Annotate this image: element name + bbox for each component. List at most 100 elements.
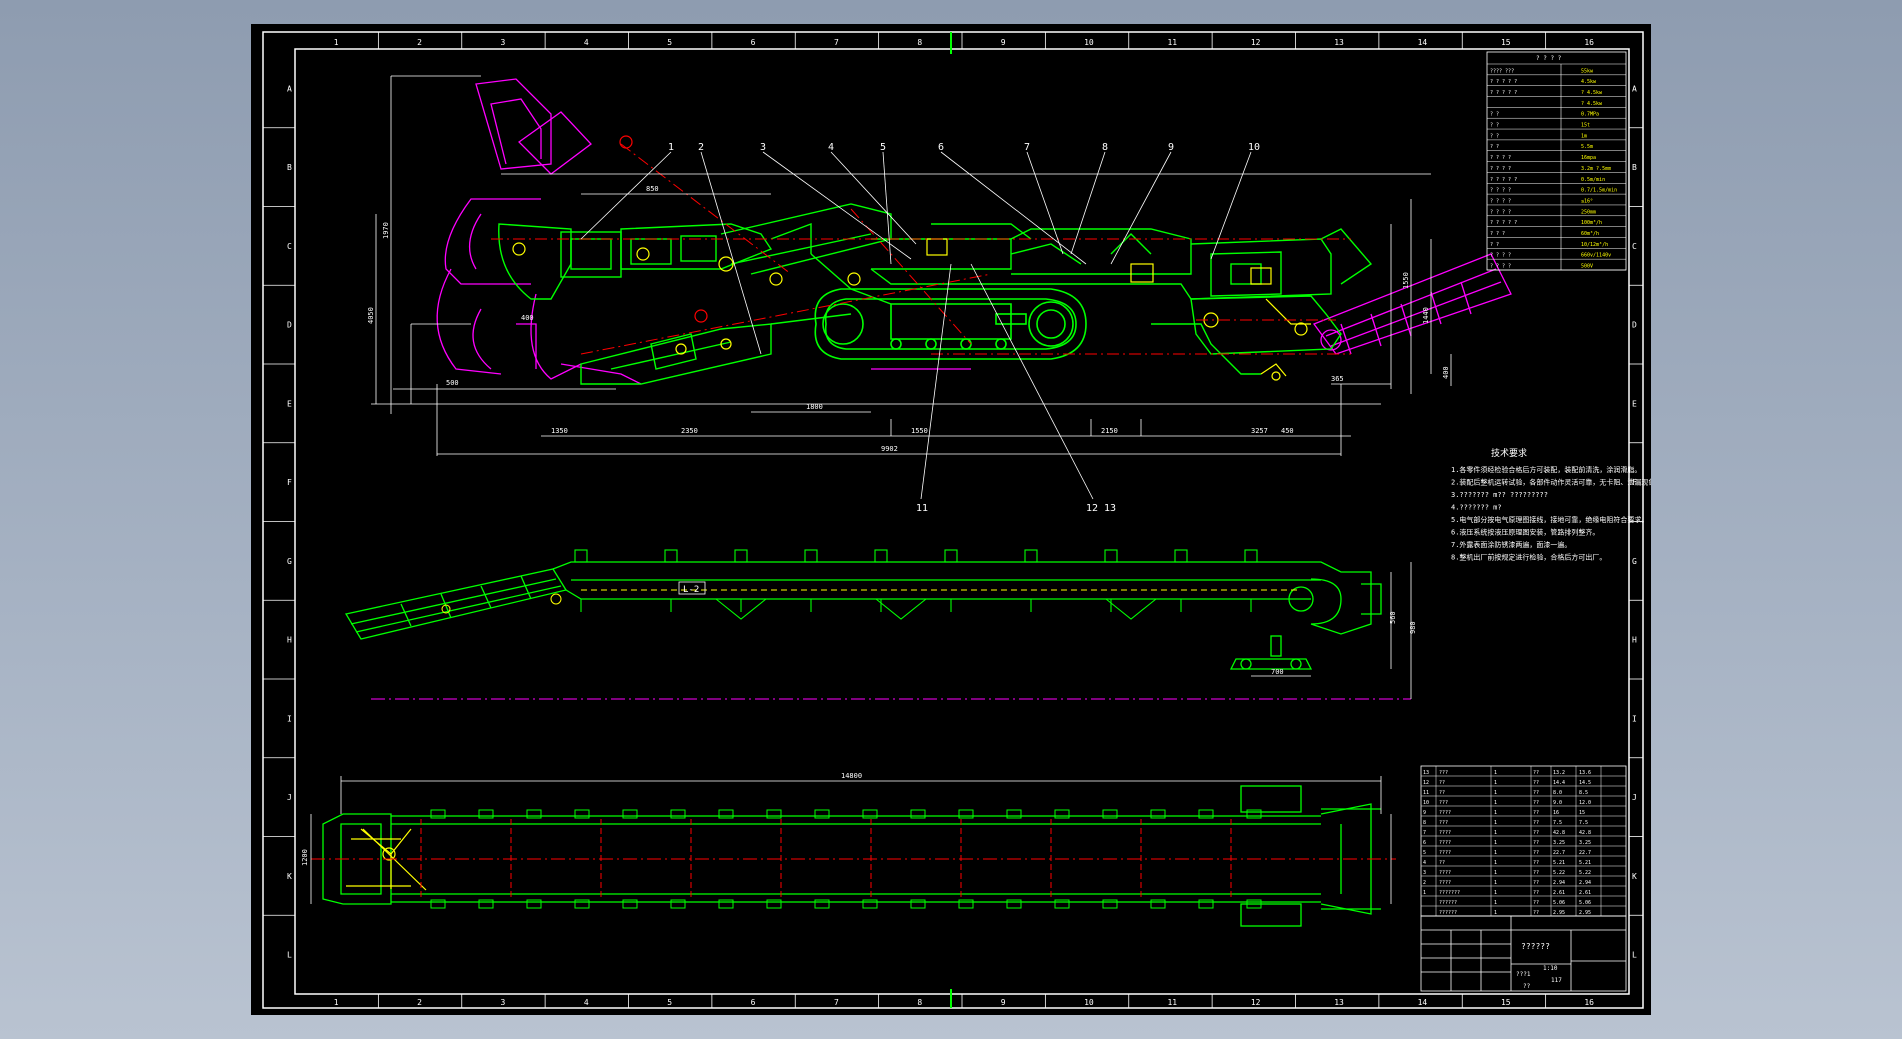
spec-label: ? ? [1490, 112, 1499, 118]
roller [526, 809, 542, 819]
dimension-value: 9902 [881, 445, 898, 453]
conv-small-dim: 700 [1271, 668, 1284, 676]
spec-value: 10/12m³/h [1581, 242, 1608, 248]
parts-cell: ??? [1439, 800, 1448, 806]
parts-cell: 2.95 [1579, 910, 1591, 916]
spec-value: ? 4.5kw [1581, 90, 1603, 96]
grid-row-label: B [287, 163, 292, 172]
grid-row-label: D [287, 321, 292, 330]
parts-cell: 1 [1494, 810, 1497, 816]
parts-cell: 15 [1579, 810, 1585, 816]
grid-column-label: 2 [417, 998, 422, 1007]
dimension-value: 1350 [551, 427, 568, 435]
dimension-value: 4050 [367, 307, 375, 324]
spec-table-header: ? ? ? ? [1536, 55, 1562, 62]
spec-value: 0.5m/min [1581, 177, 1605, 183]
roller [718, 809, 734, 819]
grid-row-label: F [1632, 478, 1637, 487]
spec-value: 1m [1581, 133, 1587, 139]
grid-column-label: 8 [917, 998, 922, 1007]
part-balloon-10: 10 [1248, 142, 1260, 153]
technical-requirements: 技术要求 1.各零件须经检验合格后方可装配，装配前清洗，涂润滑脂。 2.装配后整机… [1451, 447, 1662, 562]
spec-label: ? ? ? ? [1490, 188, 1511, 194]
spec-label: ? ? ? ? [1490, 166, 1511, 172]
roller [622, 809, 638, 819]
dimension-value: 1550 [911, 427, 928, 435]
roller [814, 809, 830, 819]
parts-cell: 3.25 [1553, 840, 1565, 846]
grid-column-label: 4 [584, 998, 589, 1007]
title-code-a: ???1 [1516, 971, 1531, 978]
parts-cell: 11 [1423, 790, 1429, 796]
parts-cell: 1 [1494, 840, 1497, 846]
tech-req-line: 2.装配后整机运转试验，各部件动作灵活可靠，无卡阻、泄漏现象。 [1451, 478, 1651, 487]
grid-column-label: 12 [1251, 38, 1261, 47]
plan-length-dim: 14800 [841, 772, 862, 780]
spec-value: 5.5m [1581, 144, 1593, 150]
dimension-lines [371, 75, 1452, 456]
roller [430, 809, 446, 819]
parts-cell: ?? [1533, 880, 1539, 886]
idler-stand [574, 549, 588, 563]
parts-cell: ?? [1439, 780, 1445, 786]
grid-row-label: E [287, 399, 292, 408]
parts-cell: ???? [1439, 870, 1451, 876]
dimension-value: 1440 [1422, 307, 1430, 324]
part-balloon-9: 9 [1168, 142, 1174, 153]
centerlines [491, 143, 1351, 355]
outer-frame [262, 31, 1644, 1009]
title-sheet: ?? [1523, 983, 1531, 990]
spec-value: 500V [1581, 264, 1593, 270]
parts-cell: ?? [1533, 870, 1539, 876]
grid-column-label: 14 [1418, 998, 1428, 1007]
roller [1102, 899, 1118, 909]
parts-cell: ?? [1533, 910, 1539, 916]
tech-req-title: 技术要求 [1491, 447, 1527, 459]
spec-value: 16mpa [1581, 155, 1596, 161]
tech-req-line: 1.各零件须经检验合格后方可装配，装配前清洗，涂润滑脂。 [1451, 465, 1641, 474]
tech-req-line: 8.整机出厂前按规定进行检验，合格后方可出厂。 [1451, 553, 1606, 562]
dimension-value: 400 [1442, 366, 1450, 379]
grid-column-label: 10 [1084, 38, 1094, 47]
part-balloon-6: 6 [938, 142, 944, 153]
roller [1054, 899, 1070, 909]
parts-cell: ??????? [1439, 890, 1460, 896]
parts-cell: 22.7 [1579, 850, 1591, 856]
truss-brace [1105, 598, 1157, 620]
parts-cell: 8.0 [1553, 790, 1562, 796]
grid-row-label: E [1632, 399, 1637, 408]
roller [478, 809, 494, 819]
conveyor-side-view: L-2 980 560 700 [344, 549, 1417, 700]
parts-cell: 1 [1494, 770, 1497, 776]
parts-cell: 4 [1423, 860, 1426, 866]
parts-cell: ?? [1533, 830, 1539, 836]
idler-stand [874, 549, 888, 563]
grid-column-label: 12 [1251, 998, 1261, 1007]
roller [1006, 899, 1022, 909]
spec-value: 55kw [1581, 68, 1594, 74]
inner-frame [294, 48, 1630, 995]
parts-cell: 42.8 [1553, 830, 1565, 836]
roller [766, 899, 782, 909]
idler-stand [804, 549, 818, 563]
parts-cell: ???? [1439, 880, 1451, 886]
parts-cell: ???? [1439, 840, 1451, 846]
grid-row-label: G [1632, 557, 1637, 566]
grid-row-label: H [1632, 636, 1637, 645]
parts-cell: 7.5 [1553, 820, 1562, 826]
parts-cell: ?? [1533, 770, 1539, 776]
idler-stand [734, 549, 748, 563]
part-balloon-1: 1 [668, 142, 674, 153]
truss-brace [715, 598, 767, 620]
drawing-canvas[interactable]: 1122334455667788991010111112121313141415… [251, 24, 1662, 1015]
machine-body [498, 203, 1373, 385]
roller [766, 809, 782, 819]
grid-column-label: 10 [1084, 998, 1094, 1007]
parts-cell: ?? [1439, 790, 1445, 796]
grid-column-label: 1 [334, 38, 339, 47]
title-code-b: 117 [1551, 977, 1562, 984]
grid-row-label: K [287, 872, 292, 881]
spec-label: ? ? ? ? [1490, 253, 1511, 259]
